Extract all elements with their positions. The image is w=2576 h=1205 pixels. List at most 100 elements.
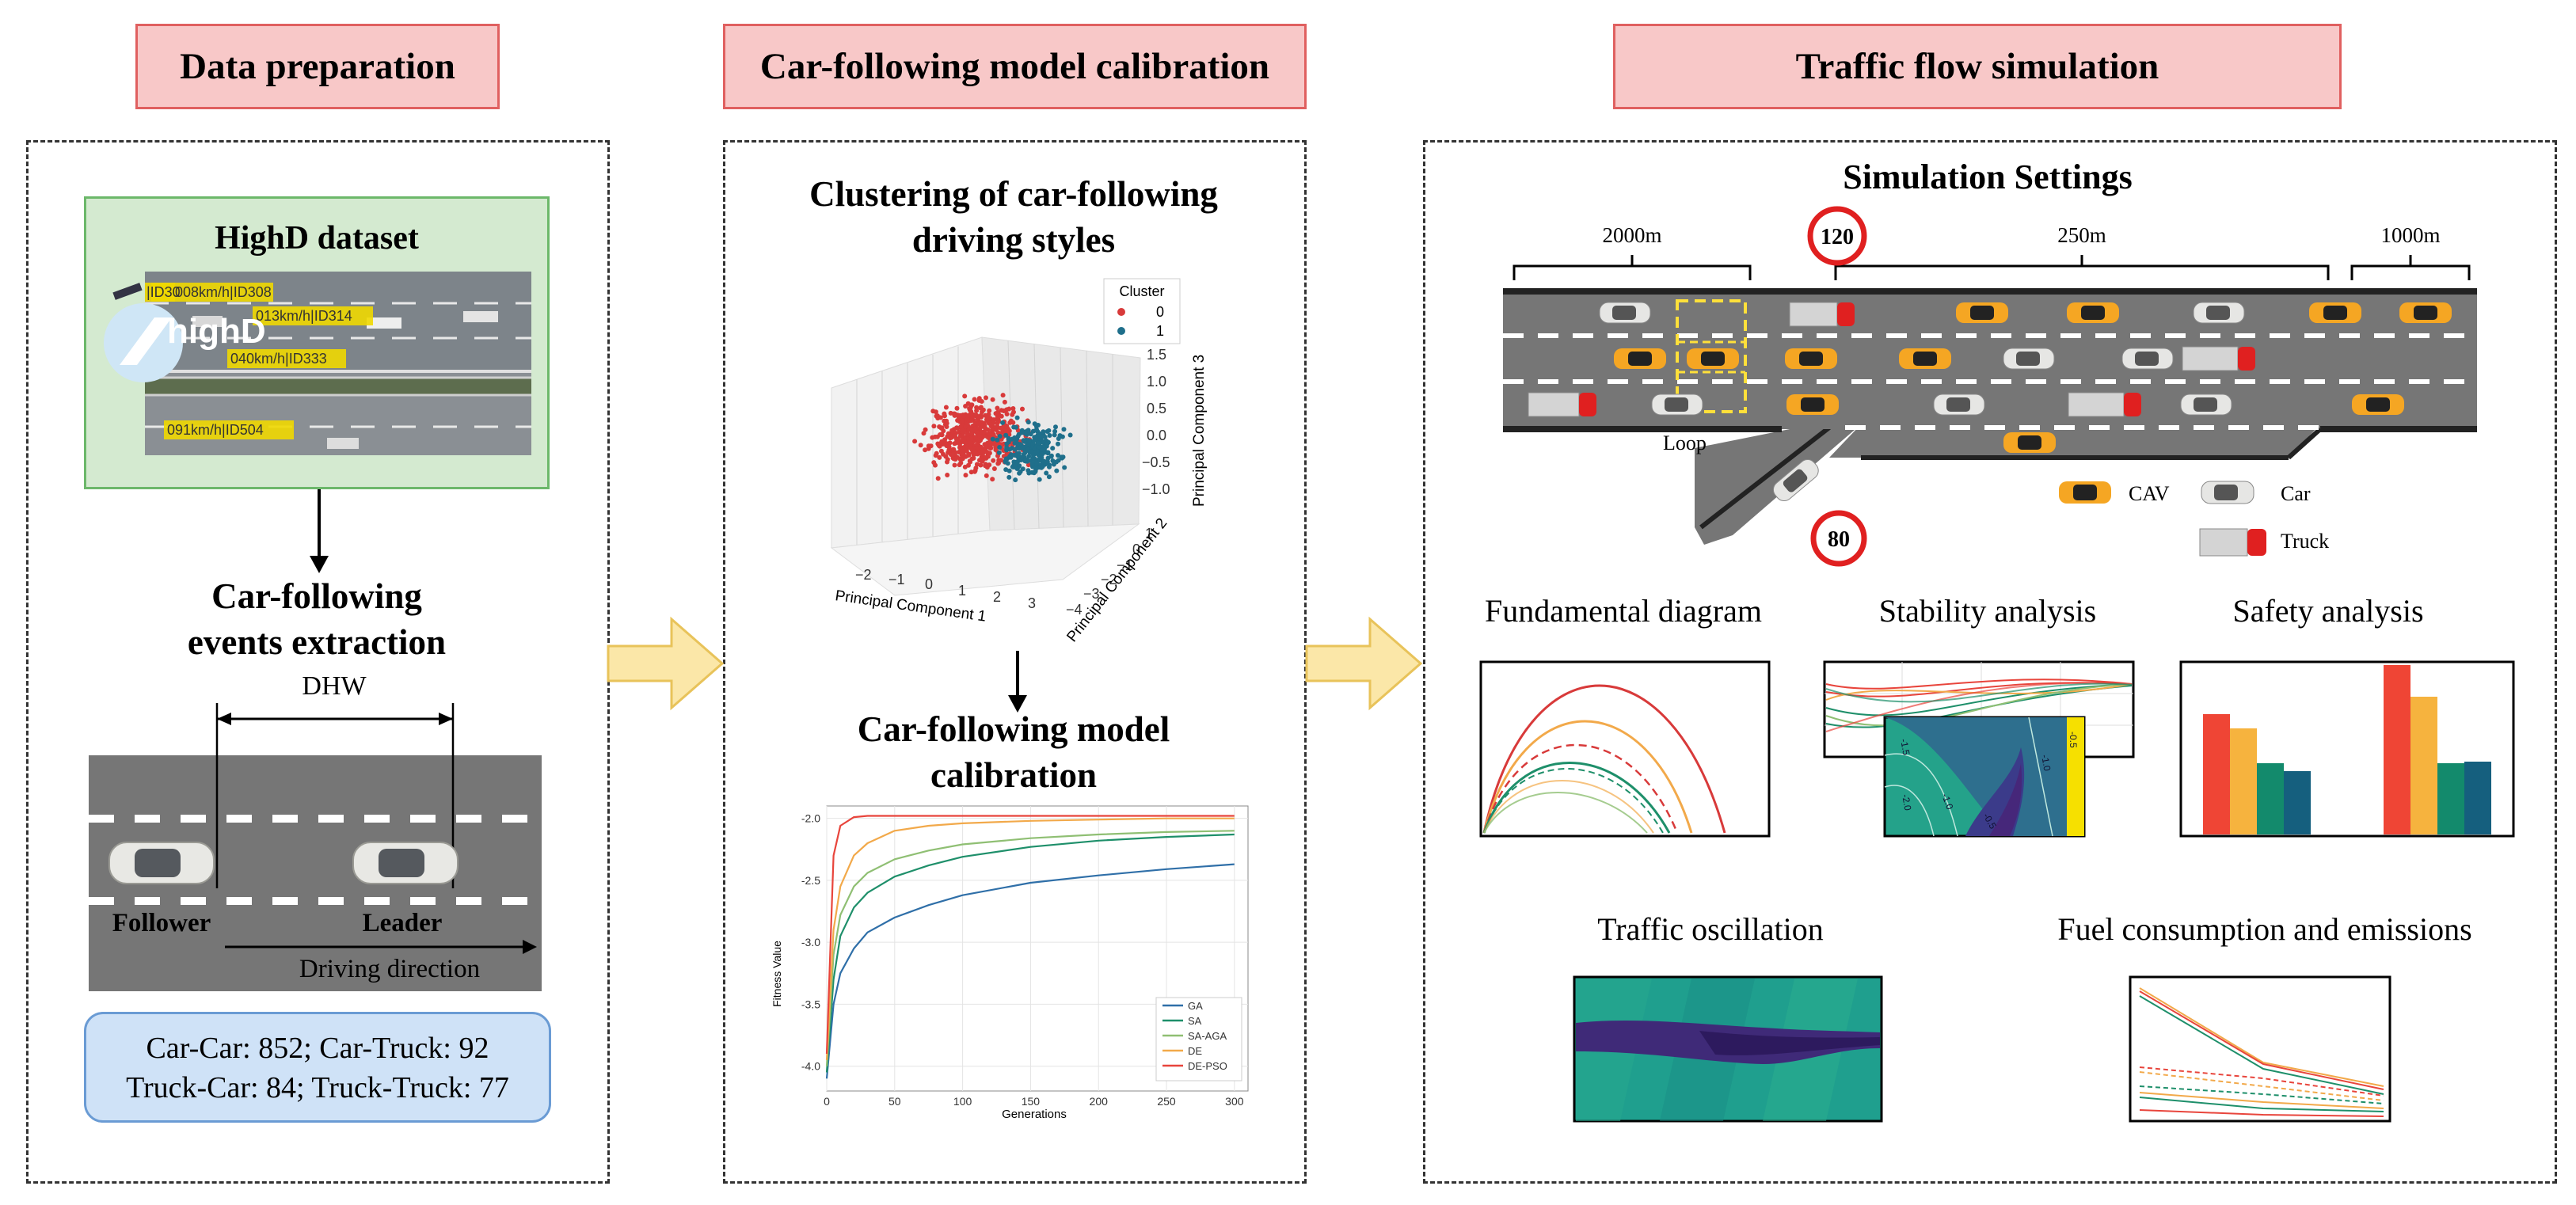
scatter-point bbox=[1025, 468, 1031, 473]
scatter-point bbox=[960, 452, 965, 458]
truck-icon bbox=[2182, 346, 2255, 371]
scatter-point bbox=[939, 425, 945, 431]
scatter-point bbox=[995, 405, 1000, 411]
scatter-point bbox=[951, 447, 957, 452]
scatter-point bbox=[1003, 456, 1009, 462]
fitness-series-line bbox=[825, 817, 1235, 1060]
driving-direction-label: Driving direction bbox=[299, 955, 480, 983]
dhw-label: DHW bbox=[302, 675, 367, 701]
cluster-3d-scatter: Cluster 0 1 1.5 1.0 0.5 0.0 −0.5 −1.0 Pr… bbox=[830, 278, 1208, 645]
scatter-point bbox=[991, 466, 997, 471]
car-icon bbox=[2121, 348, 2174, 370]
car-icon bbox=[1933, 393, 1985, 416]
stage-header-simulation: Traffic flow simulation bbox=[1613, 24, 2342, 109]
scatter-point bbox=[987, 462, 992, 468]
scatter-point bbox=[993, 411, 999, 416]
fitness-legend-label: GA bbox=[1188, 1000, 1203, 1012]
scatter-point bbox=[1031, 470, 1037, 476]
scatter-point bbox=[1010, 420, 1016, 425]
scatter-grid-line bbox=[1086, 351, 1089, 526]
pc1-tick: 1 bbox=[958, 583, 966, 599]
contour-label: -0.5 bbox=[2068, 732, 2079, 748]
scatter-point bbox=[960, 439, 965, 444]
simulation-road-network: 2000m 250m 1000m 120 Loop bbox=[1503, 206, 2477, 567]
scatter-point bbox=[974, 408, 980, 413]
pc2-tick: −4 bbox=[1066, 602, 1083, 618]
scatter-point bbox=[1033, 461, 1039, 466]
scatter-point bbox=[967, 458, 972, 464]
scatter-point bbox=[1044, 429, 1050, 434]
fitness-legend-box bbox=[1155, 997, 1242, 1081]
fitness-legend-label: SA-AGA bbox=[1188, 1030, 1227, 1042]
scatter-point bbox=[973, 412, 979, 418]
scatter-point bbox=[946, 447, 952, 453]
scatter-point bbox=[974, 430, 980, 435]
scatter-point bbox=[948, 410, 953, 416]
scatter-point bbox=[955, 418, 961, 423]
contour-label: -2.0 bbox=[1900, 793, 1913, 812]
scatter-point bbox=[996, 450, 1002, 455]
scatter-point bbox=[1056, 453, 1060, 458]
scatter-point bbox=[1041, 447, 1046, 453]
scatter-point bbox=[1025, 420, 1031, 425]
scatter-point bbox=[954, 405, 960, 411]
scatter-point bbox=[980, 458, 985, 464]
car-icon bbox=[2180, 393, 2232, 416]
scatter-point bbox=[1016, 454, 1022, 459]
scatter-point bbox=[1014, 415, 1020, 420]
highd-logo: highD bbox=[167, 312, 266, 351]
scatter-point bbox=[977, 425, 983, 431]
scatter-point bbox=[1000, 420, 1006, 425]
scatter-point bbox=[969, 428, 975, 433]
scatter-point bbox=[966, 462, 971, 468]
scatter-point bbox=[984, 415, 990, 420]
scatter-point bbox=[980, 447, 986, 453]
dataset-title: HighD dataset bbox=[215, 220, 419, 257]
scatter-point bbox=[945, 457, 950, 462]
scatter-point bbox=[918, 443, 923, 448]
stability-analysis-plot: -1.5 -2.0 -1.0 -0.5 -1.0 -0.5 bbox=[1823, 660, 2135, 838]
scatter-point bbox=[945, 473, 950, 477]
dataset-label: 040km/h|ID333 bbox=[230, 351, 327, 367]
scatter-point bbox=[1050, 446, 1056, 451]
fitness-legend-label: SA bbox=[1188, 1015, 1202, 1027]
cav-icon bbox=[1786, 394, 1839, 415]
scatter-point bbox=[991, 431, 996, 437]
scatter-point bbox=[1056, 436, 1061, 441]
scatter-point bbox=[1045, 450, 1051, 455]
scatter-point bbox=[963, 424, 968, 429]
fitness-x-axis-label: Generations bbox=[1002, 1108, 1067, 1121]
leader-car-icon bbox=[352, 842, 459, 884]
truck-icon bbox=[2068, 392, 2141, 417]
scatter-point bbox=[1006, 474, 1012, 480]
truck-icon bbox=[1789, 302, 1855, 327]
scatter-point bbox=[1039, 451, 1044, 456]
car-icon bbox=[1772, 458, 1819, 502]
scatter-point bbox=[1020, 406, 1025, 412]
scatter-point bbox=[1012, 452, 1018, 458]
cav-icon bbox=[2309, 302, 2361, 323]
svg-text:80: 80 bbox=[1828, 527, 1850, 552]
speed-limit-120-icon: 120 bbox=[1807, 206, 1867, 266]
scatter-point bbox=[1002, 399, 1007, 405]
scatter-point bbox=[963, 404, 968, 409]
scatter-point bbox=[932, 434, 938, 439]
pc3-tick: 1.0 bbox=[1147, 374, 1166, 390]
traffic-oscillation-heatmap bbox=[1573, 975, 1883, 1123]
scatter-point bbox=[957, 433, 963, 439]
dataset-label: |ID30 bbox=[146, 284, 181, 300]
scatter-point bbox=[990, 397, 995, 402]
clustering-title: Clustering of car-following driving styl… bbox=[736, 171, 1291, 263]
scatter-point bbox=[941, 451, 946, 457]
scatter-point bbox=[938, 441, 943, 447]
scatter-point bbox=[976, 421, 982, 427]
fitness-series-line bbox=[825, 833, 1235, 1073]
fitness-legend-label: DE-PSO bbox=[1188, 1060, 1227, 1072]
fuel-emissions-plot bbox=[2129, 975, 2391, 1123]
speed-limit-80-icon: 80 bbox=[1810, 510, 1867, 567]
fitness-x-tick: 150 bbox=[1022, 1095, 1041, 1108]
cav-icon bbox=[2003, 432, 2056, 453]
scatter-point bbox=[952, 441, 957, 447]
loop-label: Loop bbox=[1663, 431, 1707, 454]
